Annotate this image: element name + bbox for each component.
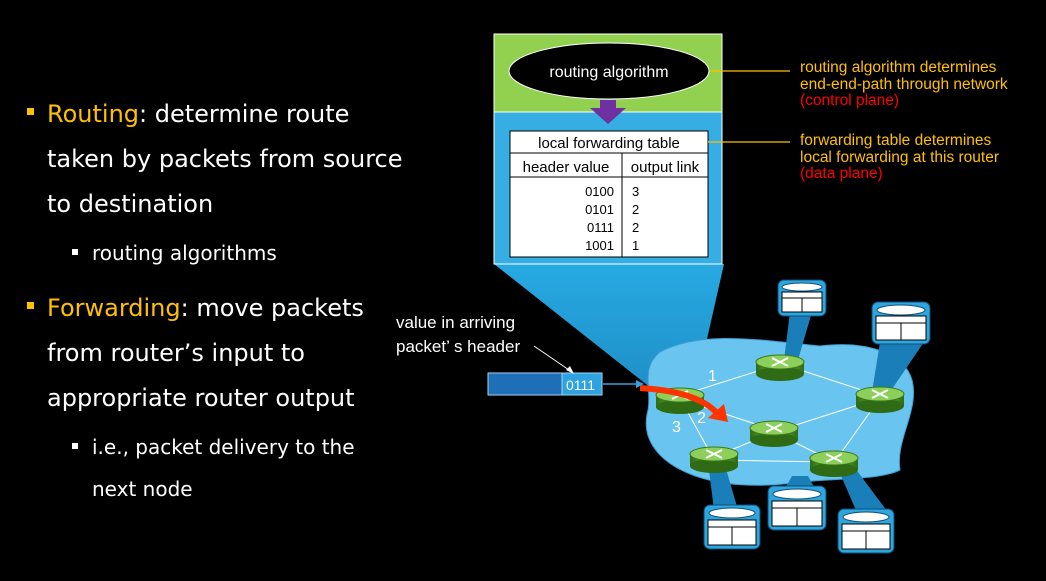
routing-text-2: taken by packets from source: [47, 145, 403, 173]
link-label-2: 2: [697, 410, 706, 427]
host-beam: [708, 462, 738, 510]
row-output-link: 1: [632, 238, 639, 253]
forwarding-text-2: from router’s input to: [47, 339, 305, 367]
forwarding-text-3: appropriate router output: [47, 384, 355, 412]
table-title: local forwarding table: [538, 135, 680, 152]
packet-caption-2: packet’ s header: [396, 337, 520, 356]
routing-annotation-line-2: end-end-path through network: [800, 75, 1008, 93]
packet-arrow-head: [636, 380, 644, 388]
forwarding-sub-2: next node: [92, 477, 193, 501]
host-table-icon: [837, 508, 895, 554]
host-table-icon: [871, 301, 931, 345]
host-table-icon: [777, 279, 827, 317]
packet-header-value: 0111: [566, 377, 595, 393]
router-icon: [755, 354, 805, 381]
forwarding-annotation: forwarding table determines local forwar…: [800, 132, 1000, 183]
host-beam: [872, 342, 924, 392]
host-table-icon: [767, 485, 827, 531]
routing-term: Routing: [47, 100, 140, 128]
link-label-1: 1: [708, 368, 717, 385]
row-header-value: 0101: [585, 202, 614, 217]
row-header-value: 1001: [585, 238, 614, 253]
caption-pointer: [533, 345, 573, 373]
routing-line-1: Routing: determine route: [47, 92, 349, 137]
packet-caption-1: value in arriving: [396, 313, 515, 332]
routers: [655, 354, 905, 477]
router-icon: [749, 420, 799, 447]
row-header-value: 0111: [587, 220, 614, 235]
forwarding-annotation-line-1: forwarding table determines: [800, 132, 992, 149]
forwarding-arrow: [639, 385, 719, 415]
packet-body: [487, 372, 563, 396]
forwarding-text-1: move packets: [188, 294, 364, 322]
routing-annotation-line-1: routing algorithm determines: [800, 59, 997, 76]
routing-sub: routing algorithms: [92, 241, 277, 265]
host-beam: [836, 464, 890, 515]
row-output-link: 3: [632, 184, 639, 199]
routing-algorithm-label: routing algorithm: [549, 64, 668, 81]
forwarding-term: Forwarding: [47, 294, 181, 322]
routing-text-1: determine route: [147, 100, 350, 128]
router-icon: [855, 386, 905, 413]
routing-text-3: to destination: [47, 190, 214, 218]
forwarding-line-1: Forwarding: move packets: [47, 286, 364, 331]
routing-annotation: routing algorithm determines end-end-pat…: [800, 59, 1008, 110]
forwarding-table: [509, 130, 709, 258]
control-plane-label: (control plane): [800, 92, 900, 109]
col-header-value: header value: [523, 159, 610, 176]
caption-pointer-head: [566, 366, 574, 374]
bullet-square-icon: [27, 302, 34, 309]
routing-sep: :: [139, 100, 148, 128]
router-icon: [689, 446, 739, 473]
forwarding-arrow-head: [708, 404, 728, 422]
forwarding-sep: :: [180, 294, 189, 322]
packet-header: [561, 372, 603, 396]
forwarding-sub-1: i.e., packet delivery to the: [92, 435, 355, 459]
host-beam: [784, 312, 812, 360]
down-arrow-icon: [590, 100, 626, 124]
row-output-link: 2: [632, 202, 639, 217]
link-label-3: 3: [672, 419, 681, 436]
sub-bullet-square-icon: [72, 249, 78, 255]
forwarding-annotation-line-2: local forwarding at this router: [800, 148, 1000, 166]
col-output-link: output link: [631, 159, 700, 176]
data-plane-label: (data plane): [800, 165, 883, 182]
host-tables: [703, 279, 931, 554]
router-icon: [809, 450, 859, 477]
row-header-value: 0100: [585, 184, 614, 199]
bullet-square-icon: [27, 108, 34, 115]
routing-algorithm-oval: [508, 42, 710, 100]
row-output-link: 2: [632, 220, 639, 235]
sub-bullet-square-icon: [72, 443, 78, 449]
host-table-icon: [703, 504, 761, 550]
